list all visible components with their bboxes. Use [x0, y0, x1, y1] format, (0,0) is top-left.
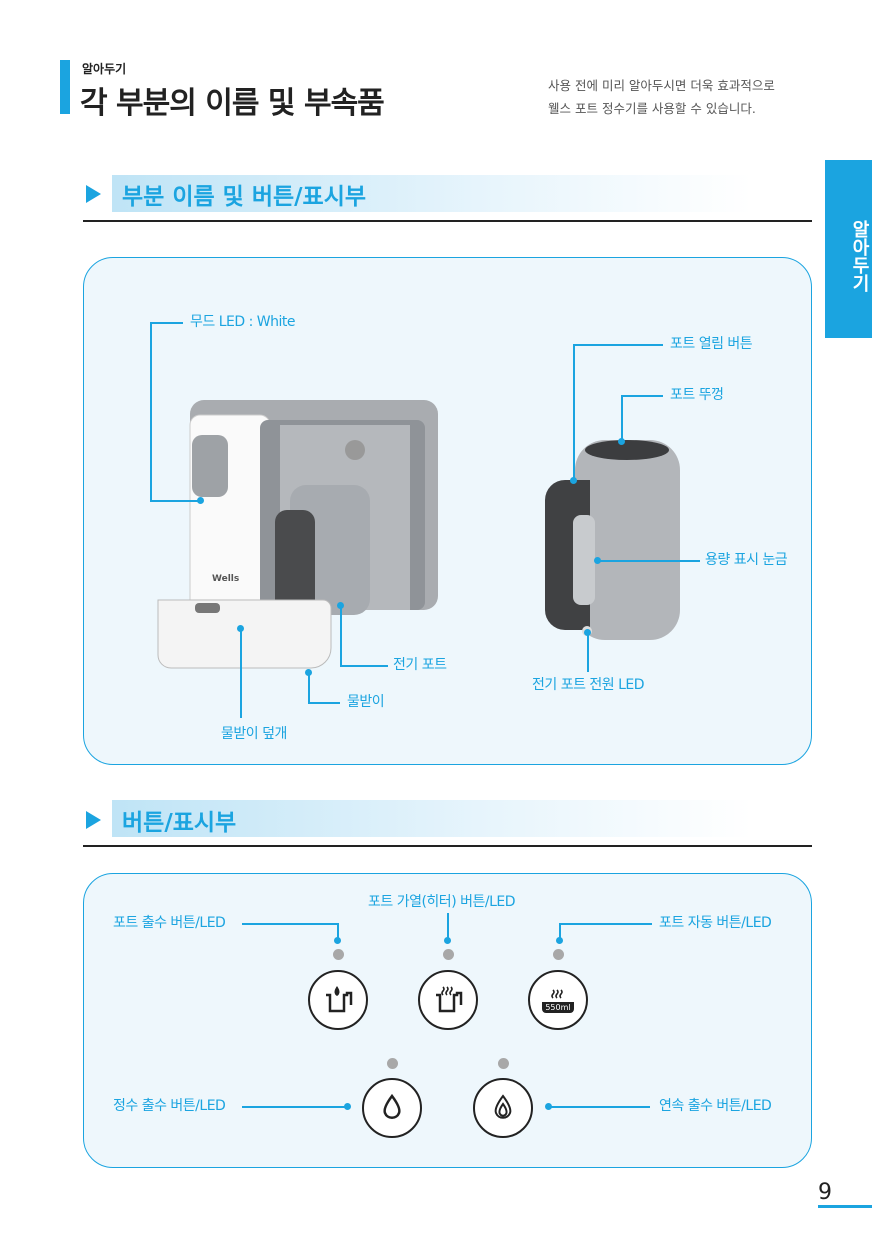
pot-dispense-button[interactable] [308, 970, 368, 1030]
label-electric-pot: 전기 포트 [393, 657, 447, 673]
continuous-dispense-button[interactable] [473, 1078, 533, 1138]
pot-heat-button[interactable] [418, 970, 478, 1030]
section-title: 부분 이름 및 버튼/표시부 [122, 184, 367, 210]
label-continuous-dispense: 연속 출수 버튼/LED [659, 1098, 772, 1114]
section-arrow-icon [86, 185, 101, 203]
water-purifier-illustration: Wells [157, 400, 438, 669]
pot-steam-icon [436, 986, 463, 1013]
description-line-2: 웰스 포트 정수기를 사용할 수 있습니다. [548, 101, 756, 116]
auto-volume-label: 550ml [542, 1001, 574, 1013]
section-header-bar [112, 175, 752, 212]
label-pot-open-button: 포트 열림 버튼 [670, 336, 753, 352]
label-drip-tray: 물받이 [347, 694, 385, 710]
page-number-underline [818, 1205, 872, 1208]
label-pot-auto: 포트 자동 버튼/LED [659, 915, 772, 931]
side-tab[interactable]: 알아두기 [825, 160, 872, 338]
divider [83, 845, 812, 847]
pot-auto-led [553, 949, 564, 960]
page-title: 각 부분의 이름 및 부속품 [80, 86, 385, 121]
label-pot-dispense: 포트 출수 버튼/LED [113, 915, 226, 931]
section-title: 버튼/표시부 [122, 810, 237, 836]
description-line-1: 사용 전에 미리 알아두시면 더욱 효과적으로 [548, 78, 775, 93]
label-purified-dispense: 정수 출수 버튼/LED [113, 1098, 226, 1114]
divider [83, 220, 812, 222]
label-pot-lid: 포트 뚜껑 [670, 387, 724, 403]
continuous-led [498, 1058, 509, 1069]
label-pot-power-led: 전기 포트 전원 LED [532, 677, 645, 693]
title-accent-bar [60, 60, 70, 114]
double-drop-icon [494, 1094, 512, 1119]
category-label: 알아두기 [82, 62, 127, 76]
section-arrow-icon [86, 811, 101, 829]
pot-auto-button[interactable]: 550ml [528, 970, 588, 1030]
water-drop-icon [383, 1093, 401, 1120]
pot-heat-led [443, 949, 454, 960]
section-header-bar [112, 800, 752, 837]
label-capacity-scale: 용량 표시 눈금 [705, 552, 788, 568]
pot-dispense-led [333, 949, 344, 960]
electric-pot-illustration [545, 440, 680, 640]
purified-led [387, 1058, 398, 1069]
steam-icon [551, 988, 563, 999]
label-pot-heat: 포트 가열(히터) 버튼/LED [368, 894, 516, 910]
label-mood-led: 무드 LED : White [190, 314, 295, 330]
brand-logo: Wells [212, 574, 239, 584]
pot-drop-icon [326, 986, 353, 1013]
page-number: 9 [818, 1180, 832, 1205]
label-drip-tray-cover: 물받이 덮개 [221, 726, 287, 742]
purified-dispense-button[interactable] [362, 1078, 422, 1138]
